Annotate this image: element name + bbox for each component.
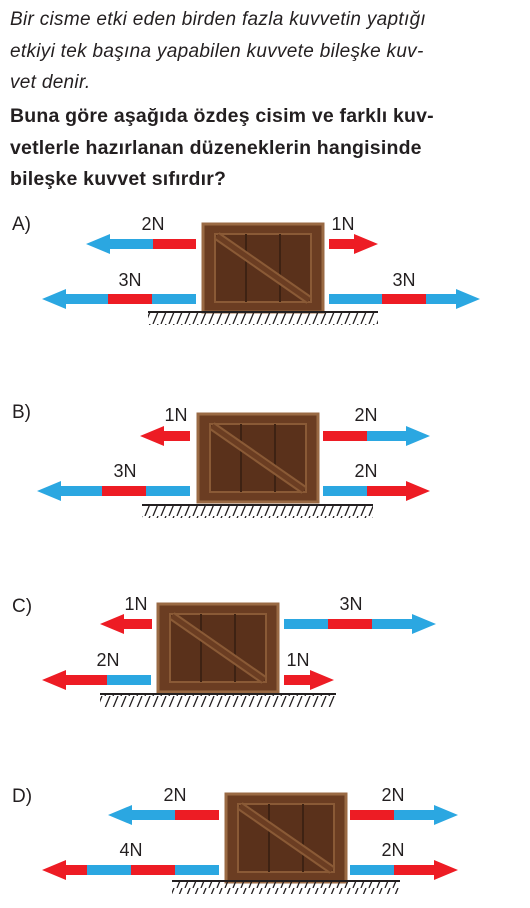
intro-text: Bir cisme etki eden birden fazla kuvveti… bbox=[10, 4, 522, 99]
force-arrow-1n-right bbox=[284, 670, 334, 690]
ground-hatch bbox=[142, 506, 373, 518]
force-arrow-3n-left bbox=[37, 481, 190, 501]
force-arrow-1n-left bbox=[100, 614, 152, 634]
force-arrow-1n-left bbox=[140, 426, 190, 446]
force-label: 3N bbox=[339, 594, 362, 614]
option-a-label[interactable]: A) bbox=[12, 214, 31, 235]
force-label: 2N bbox=[354, 461, 377, 481]
intro-line-3: vet denir. bbox=[10, 72, 91, 93]
force-arrow-3n-right bbox=[284, 614, 436, 634]
force-arrow-2n-left bbox=[42, 670, 151, 690]
force-label: 3N bbox=[118, 270, 141, 290]
force-label: 3N bbox=[113, 461, 136, 481]
ground-hatch bbox=[172, 882, 400, 894]
option-b-figure: 1N 2N 3N 2N bbox=[37, 405, 430, 518]
force-label: 2N bbox=[141, 214, 164, 234]
question-line-1: Buna göre aşağıda özdeş cisim ve farklı … bbox=[10, 105, 434, 127]
force-arrow-1n-right bbox=[329, 234, 378, 254]
force-label: 1N bbox=[331, 214, 354, 234]
question-line-3: bileşke kuvvet sıfırdır? bbox=[10, 168, 227, 190]
force-label: 1N bbox=[164, 405, 187, 425]
force-label: 4N bbox=[119, 840, 142, 860]
ground-hatch bbox=[148, 313, 378, 325]
option-d-figure: 2N 2N 4N 2N bbox=[42, 785, 458, 894]
crate bbox=[203, 224, 323, 312]
force-arrow-3n-left bbox=[42, 289, 196, 309]
force-arrow-2n-right bbox=[323, 481, 430, 501]
force-label: 2N bbox=[354, 405, 377, 425]
question-text: Buna göre aşağıda özdeş cisim ve farklı … bbox=[10, 101, 522, 196]
question-line-2: vetlerle hazırlanan düzeneklerin hangisi… bbox=[10, 136, 422, 159]
force-label: 2N bbox=[381, 840, 404, 860]
option-d-label[interactable]: D) bbox=[12, 786, 33, 807]
force-arrow-2n-left bbox=[108, 805, 219, 825]
force-arrow-2n-right bbox=[350, 860, 458, 880]
force-arrow-2n-right bbox=[323, 426, 430, 446]
force-label: 1N bbox=[124, 594, 147, 614]
force-label: 3N bbox=[392, 270, 415, 290]
ground-hatch bbox=[100, 695, 336, 707]
force-label: 1N bbox=[286, 650, 309, 670]
crate bbox=[198, 414, 318, 502]
option-b-label[interactable]: B) bbox=[12, 402, 31, 423]
crate bbox=[158, 604, 278, 692]
force-label: 2N bbox=[163, 785, 186, 805]
option-c-label[interactable]: C) bbox=[12, 596, 33, 617]
force-arrow-2n-right bbox=[350, 805, 458, 825]
force-arrow-3n-right bbox=[329, 289, 480, 309]
force-arrow-4n-left bbox=[42, 860, 219, 880]
intro-line-1: Bir cisme etki eden birden fazla kuvveti… bbox=[10, 9, 427, 30]
crate bbox=[226, 794, 346, 882]
option-c-figure: 1N 3N 2N 1N bbox=[42, 594, 436, 707]
option-a-figure: 2N 1N 3N 3N bbox=[42, 214, 480, 325]
force-label: 2N bbox=[381, 785, 404, 805]
intro-line-2: etkiyi tek başına yapabilen kuvvete bile… bbox=[10, 40, 424, 62]
force-arrow-2n-left bbox=[86, 234, 196, 254]
force-label: 2N bbox=[96, 650, 119, 670]
